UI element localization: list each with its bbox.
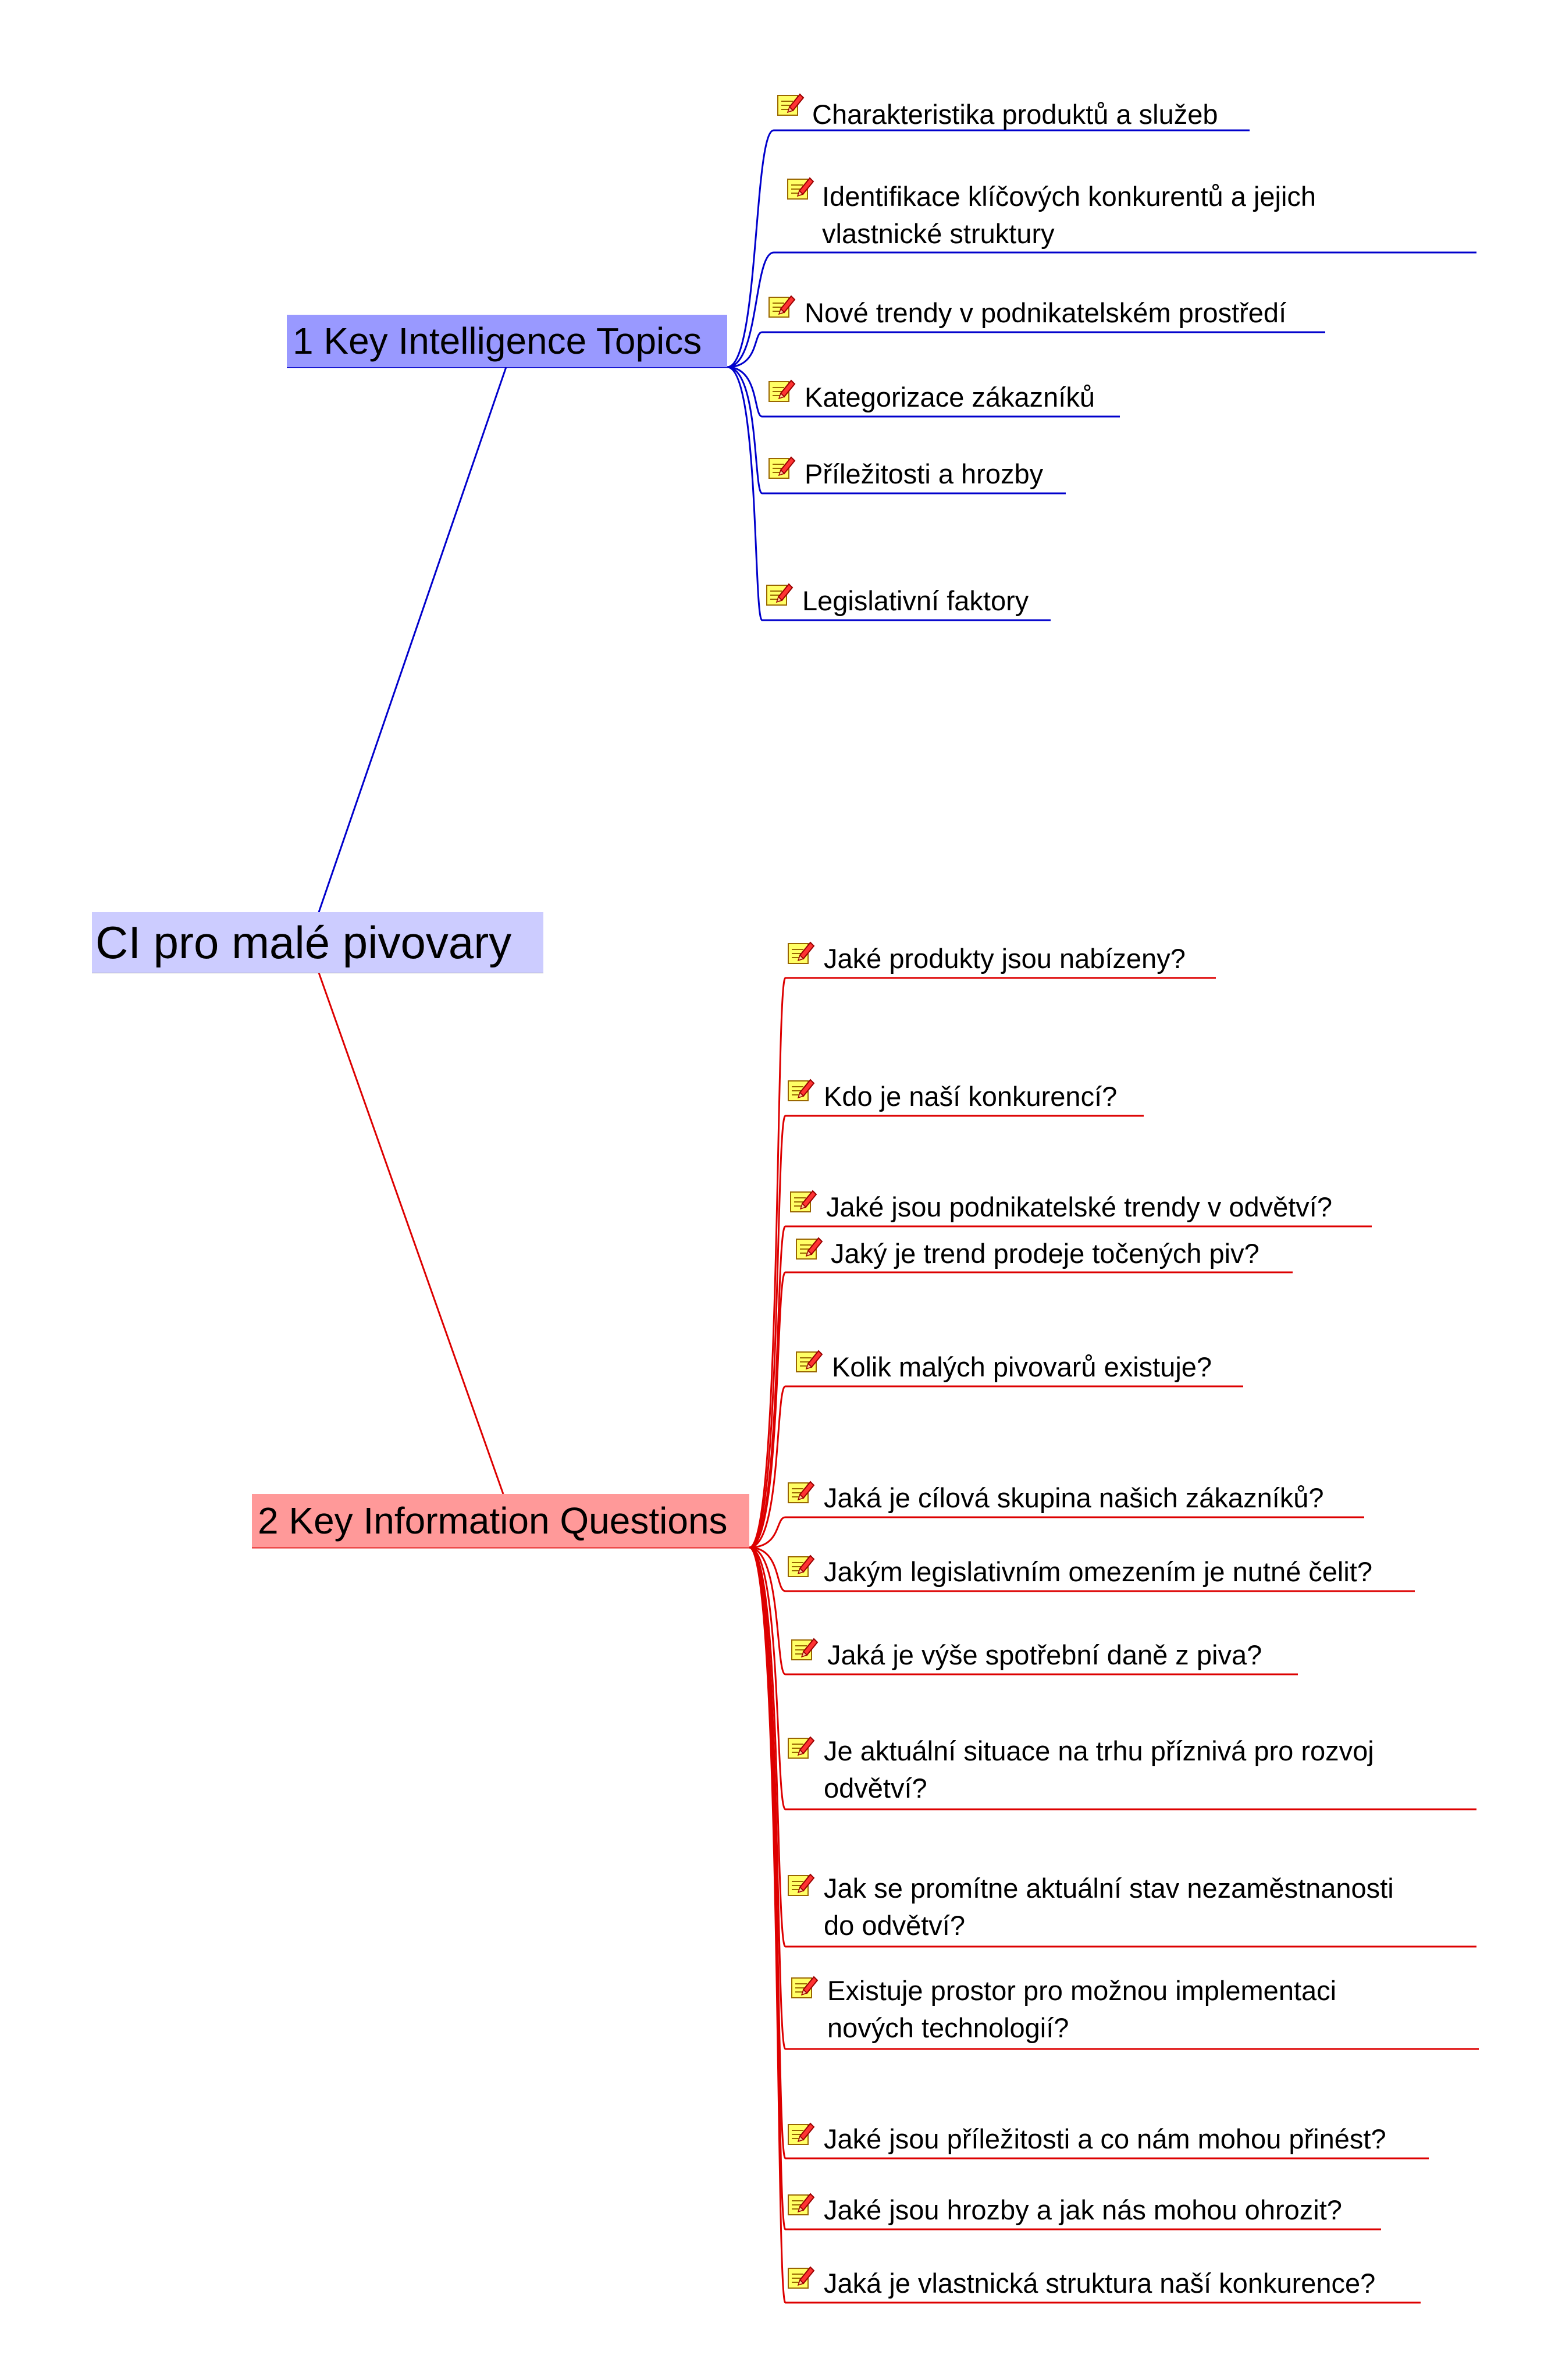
task-note-icon bbox=[791, 1976, 819, 1998]
question-item[interactable]: Kdo je naší konkurencí? bbox=[824, 1078, 1117, 1115]
leaf-text-line: Jaké jsou hrozby a jak nás mohou ohrozit… bbox=[824, 2194, 1342, 2225]
leaf-text-line: Legislativní faktory bbox=[802, 585, 1029, 616]
task-note-icon bbox=[788, 941, 815, 964]
branch-key-information-questions[interactable]: 2 Key Information Questions bbox=[252, 1494, 749, 1547]
task-note-icon bbox=[788, 1873, 815, 1896]
leaf-text-line: Jaký je trend prodeje točených piv? bbox=[831, 1238, 1259, 1269]
leaf-text-line: Nové trendy v podnikatelském prostředí bbox=[805, 297, 1287, 328]
topic-item[interactable]: Kategorizace zákazníků bbox=[805, 379, 1095, 416]
task-note-icon bbox=[788, 1554, 815, 1577]
leaf-text-line: Jaká je výše spotřební daně z piva? bbox=[827, 1639, 1262, 1670]
leaf-text-line: vlastnické struktury bbox=[822, 218, 1055, 249]
task-note-icon bbox=[777, 93, 805, 116]
task-note-icon bbox=[788, 1736, 815, 1759]
question-item[interactable]: Jak se promítne aktuální stav nezaměstna… bbox=[824, 1870, 1394, 1944]
topic-item[interactable]: Charakteristika produktů a služeb bbox=[812, 96, 1218, 133]
leaf-text-line: Kdo je naší konkurencí? bbox=[824, 1081, 1118, 1112]
leaf-text-line: Kolik malých pivovarů existuje? bbox=[832, 1351, 1212, 1382]
leaf-text-line: Existuje prostor pro možnou implementaci bbox=[827, 1975, 1337, 2006]
topic-item[interactable]: Legislativní faktory bbox=[802, 582, 1029, 620]
branch-key-intelligence-topics[interactable]: 1 Key Intelligence Topics bbox=[287, 315, 727, 367]
leaf-text-line: Příležitosti a hrozby bbox=[805, 458, 1044, 489]
question-item[interactable]: Kolik malých pivovarů existuje? bbox=[832, 1349, 1212, 1386]
leaf-text-line: Charakteristika produktů a služeb bbox=[812, 99, 1218, 130]
task-note-icon bbox=[788, 2266, 815, 2289]
task-note-icon bbox=[768, 379, 796, 402]
leaf-text-line: do odvětví? bbox=[824, 1910, 966, 1941]
leaf-text-line: Jaké jsou příležitosti a co nám mohou př… bbox=[824, 2123, 1386, 2154]
leaf-text-line: Jak se promítne aktuální stav nezaměstna… bbox=[824, 1873, 1394, 1904]
question-item[interactable]: Je aktuální situace na trhu příznivá pro… bbox=[824, 1732, 1374, 1807]
leaf-text-line: Jakým legislativním omezením je nutné če… bbox=[824, 1556, 1373, 1587]
task-note-icon bbox=[788, 2122, 815, 2145]
leaf-text-line: nových technologií? bbox=[827, 2012, 1069, 2043]
leaf-text-line: Jaké jsou podnikatelské trendy v odvětví… bbox=[826, 1191, 1333, 1222]
task-note-icon bbox=[787, 177, 814, 200]
task-note-icon bbox=[768, 295, 796, 318]
question-item[interactable]: Jaká je vlastnická struktura naší konkur… bbox=[824, 2265, 1375, 2302]
task-note-icon bbox=[796, 1350, 823, 1372]
question-item[interactable]: Jaké jsou podnikatelské trendy v odvětví… bbox=[826, 1189, 1332, 1226]
question-item[interactable]: Jaké jsou příležitosti a co nám mohou př… bbox=[824, 2121, 1386, 2158]
task-note-icon bbox=[791, 1638, 819, 1660]
task-note-icon bbox=[788, 2193, 815, 2215]
leaf-text-line: Jaké produkty jsou nabízeny? bbox=[824, 943, 1186, 974]
task-note-icon bbox=[766, 583, 794, 606]
task-note-icon bbox=[788, 1079, 815, 1101]
leaf-text-line: Je aktuální situace na trhu příznivá pro… bbox=[824, 1735, 1374, 1766]
task-note-icon bbox=[796, 1237, 823, 1260]
leaf-text-line: Jaká je cílová skupina našich zákazníků? bbox=[824, 1482, 1324, 1513]
question-item[interactable]: Existuje prostor pro možnou implementaci… bbox=[827, 1972, 1336, 2047]
leaf-text-line: Jaká je vlastnická struktura naší konkur… bbox=[824, 2268, 1376, 2299]
leaf-text-line: odvětví? bbox=[824, 1773, 927, 1803]
root-node[interactable]: CI pro malé pivovary bbox=[92, 912, 543, 973]
question-item[interactable]: Jaké jsou hrozby a jak nás mohou ohrozit… bbox=[824, 2192, 1342, 2229]
question-item[interactable]: Jakým legislativním omezením je nutné če… bbox=[824, 1553, 1372, 1591]
task-note-icon bbox=[790, 1190, 817, 1212]
topic-item[interactable]: Nové trendy v podnikatelském prostředí bbox=[805, 294, 1286, 332]
task-note-icon bbox=[768, 456, 796, 479]
question-item[interactable]: Jaké produkty jsou nabízeny? bbox=[824, 940, 1186, 977]
question-item[interactable]: Jaká je cílová skupina našich zákazníků? bbox=[824, 1479, 1324, 1517]
leaf-text-line: Identifikace klíčových konkurentů a jeji… bbox=[822, 181, 1317, 212]
leaf-text-line: Kategorizace zákazníků bbox=[805, 382, 1095, 412]
topic-item[interactable]: Identifikace klíčových konkurentů a jeji… bbox=[822, 178, 1316, 252]
task-note-icon bbox=[788, 1481, 815, 1503]
question-item[interactable]: Jaká je výše spotřební daně z piva? bbox=[827, 1637, 1262, 1674]
topic-item[interactable]: Příležitosti a hrozby bbox=[805, 456, 1043, 493]
question-item[interactable]: Jaký je trend prodeje točených piv? bbox=[831, 1235, 1259, 1272]
